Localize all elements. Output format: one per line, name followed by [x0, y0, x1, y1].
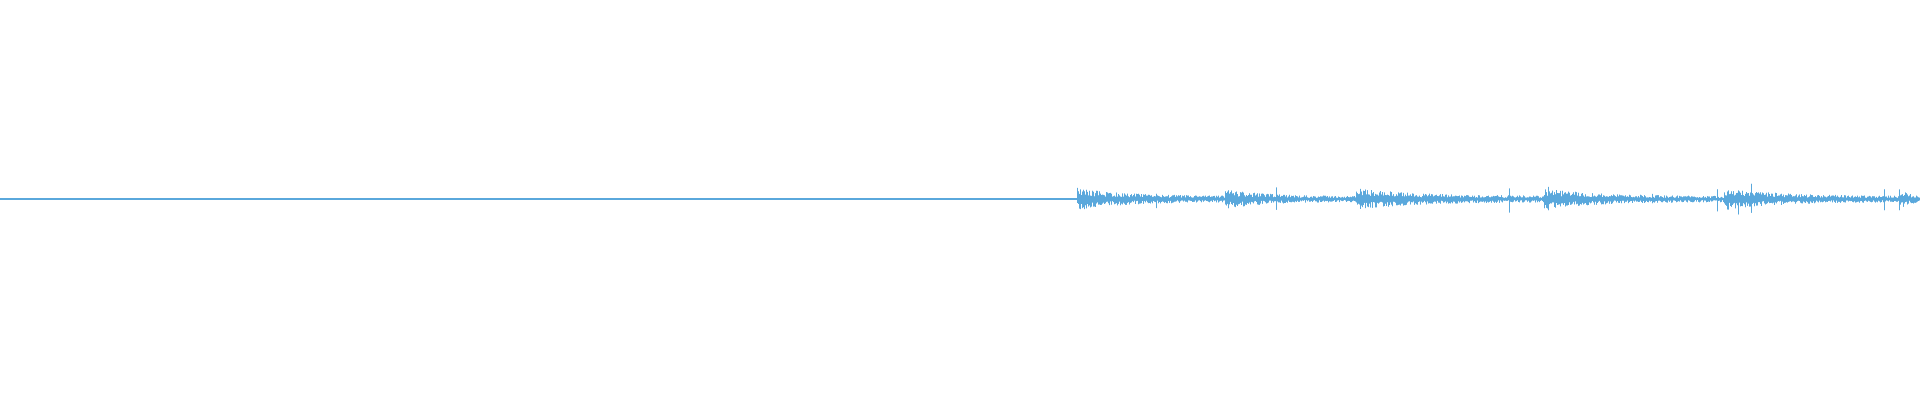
waveform-trace	[0, 183, 1920, 215]
waveform-segment-2	[1225, 187, 1356, 210]
waveform-segment-3	[1356, 188, 1544, 213]
waveform-segment-1	[1077, 187, 1225, 210]
